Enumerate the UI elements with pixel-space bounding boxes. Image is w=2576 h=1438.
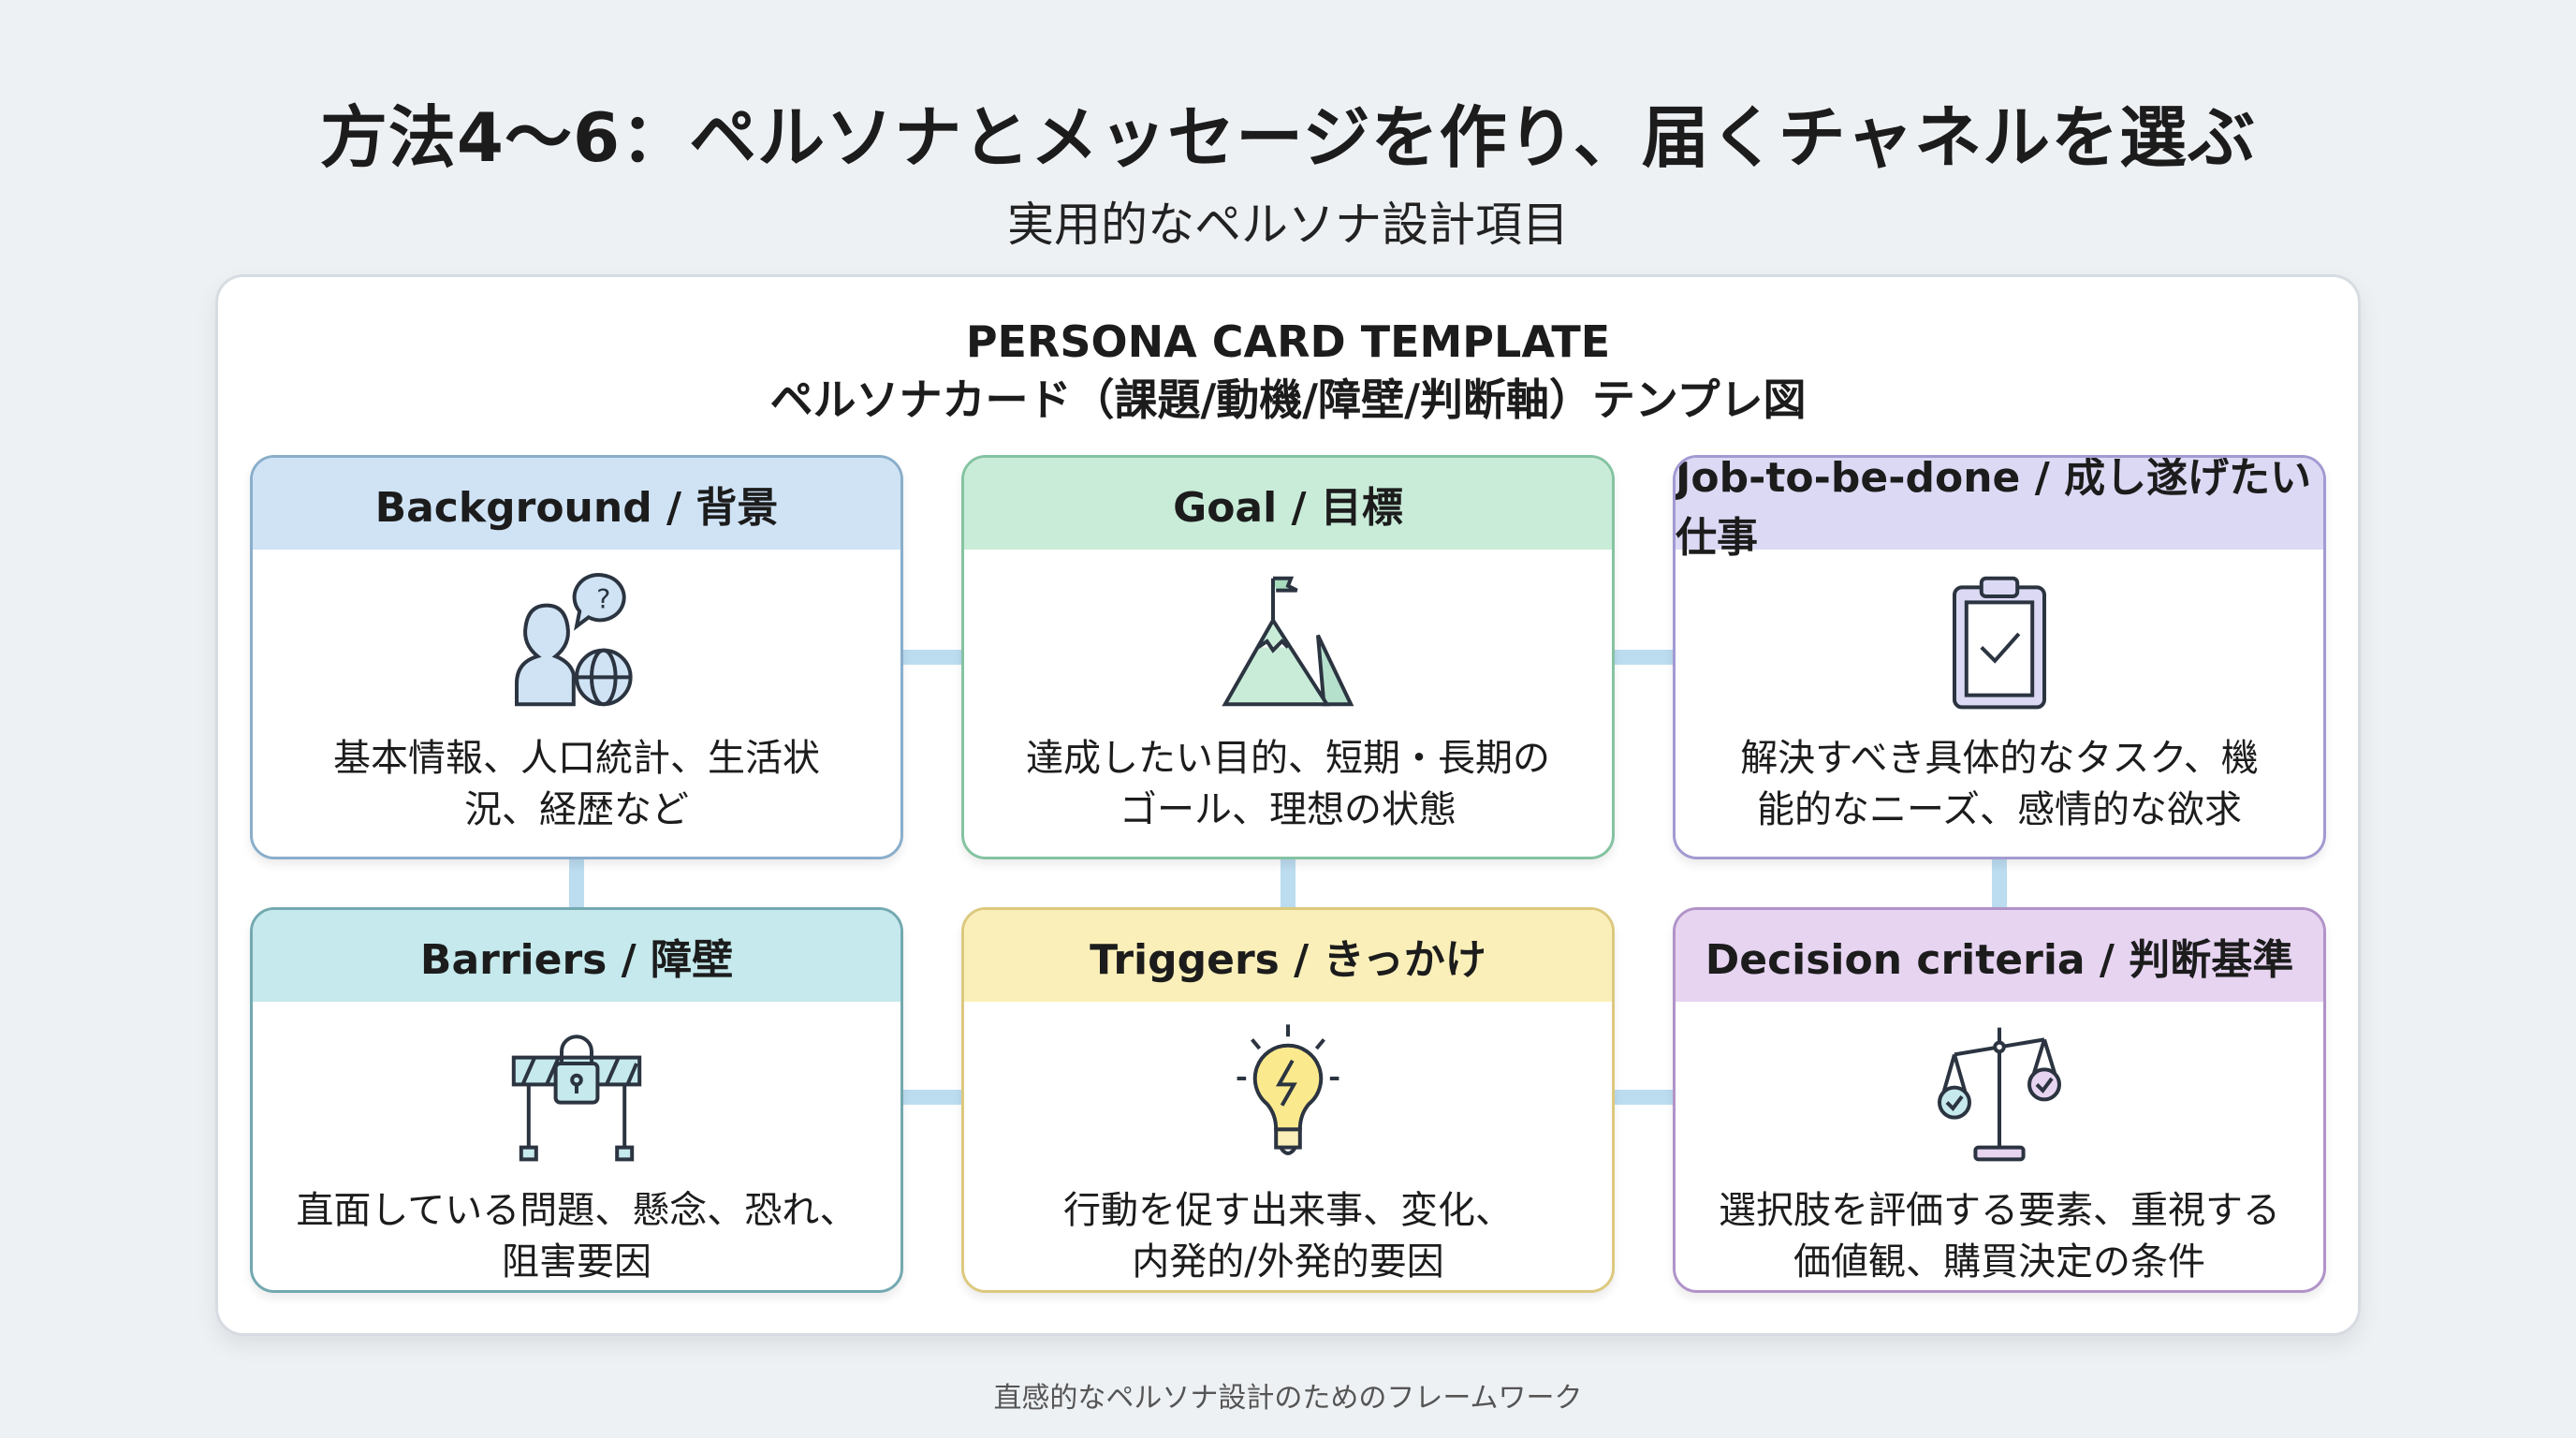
svg-text:?: ? bbox=[596, 583, 610, 615]
barrier-lock-icon bbox=[253, 1002, 900, 1185]
card-header: Background / 背景 bbox=[253, 458, 900, 550]
card-line: 解決すべき具体的なタスク、機 bbox=[1740, 737, 2259, 780]
balance-scale-icon bbox=[1676, 1002, 2323, 1185]
card-header: Decision criteria / 判断基準 bbox=[1676, 910, 2323, 1002]
card-line: 直面している問題、懸念、恐れ、 bbox=[296, 1189, 857, 1232]
footer-caption: 直感的なペルソナ設計のためのフレームワーク bbox=[993, 1382, 1583, 1415]
connector bbox=[1992, 857, 2007, 910]
card-description: 基本情報、人口統計、生活状況、経歴など bbox=[253, 733, 900, 836]
card-line: 況、経歴など bbox=[464, 788, 689, 831]
card-description: 選択肢を評価する要素、重視する価値観、購買決定の条件 bbox=[1676, 1185, 2323, 1288]
page-subtitle: 実用的なペルソナ設計項目 bbox=[1007, 198, 1569, 252]
clipboard-check-icon bbox=[1676, 550, 2323, 733]
connector bbox=[1612, 650, 1676, 665]
panel-title-ja: ペルソナカード（課題/動機/障壁/判断軸）テンプレ図 bbox=[769, 374, 1807, 425]
panel-title-en: PERSONA CARD TEMPLATE bbox=[965, 316, 1611, 367]
page-title: 方法4〜6：ペルソナとメッセージを作り、届くチャネルを選ぶ bbox=[319, 98, 2257, 177]
person-globe-question-icon: ? bbox=[253, 550, 900, 733]
card-header: Goal / 目標 bbox=[964, 458, 1612, 550]
card-description: 達成したい目的、短期・長期のゴール、理想の状態 bbox=[964, 733, 1612, 836]
card-line: 基本情報、人口統計、生活状 bbox=[333, 737, 820, 780]
card-decision-criteria: Decision criteria / 判断基準 選択肢を評価する要素、重視する… bbox=[1673, 907, 2326, 1293]
card-header: Job-to-be-done / 成し遂げたい仕事 bbox=[1676, 458, 2323, 562]
connector bbox=[900, 650, 964, 665]
card-line: 能的なニーズ、感情的な欲求 bbox=[1757, 788, 2242, 831]
card-line: 行動を促す出来事、変化、 bbox=[1063, 1189, 1513, 1232]
card-description: 解決すべき具体的なタスク、機能的なニーズ、感情的な欲求 bbox=[1676, 733, 2323, 836]
card-goal: Goal / 目標 達成したい目的、短期・長期のゴール、理想の状態 bbox=[961, 455, 1615, 859]
card-header: Barriers / 障壁 bbox=[253, 910, 900, 1002]
connector bbox=[1612, 1090, 1676, 1105]
card-line: 選択肢を評価する要素、重視する bbox=[1719, 1189, 2280, 1232]
card-line: 価値観、購買決定の条件 bbox=[1793, 1240, 2205, 1284]
card-header: Triggers / きっかけ bbox=[964, 910, 1612, 1002]
mountain-flag-icon bbox=[964, 550, 1612, 733]
card-triggers: Triggers / きっかけ 行動を促す出来事、変化、内発的/外発的要因 bbox=[961, 907, 1615, 1293]
card-background: Background / 背景 ? 基本情報、人口統計、生活状況、経歴など bbox=[250, 455, 903, 859]
connector bbox=[569, 857, 584, 910]
connector bbox=[900, 1090, 964, 1105]
card-description: 直面している問題、懸念、恐れ、阻害要因 bbox=[253, 1185, 900, 1288]
card-job-to-be-done: Job-to-be-done / 成し遂げたい仕事 解決すべき具体的なタスク、機… bbox=[1673, 455, 2326, 859]
panel-title: PERSONA CARD TEMPLATE ペルソナカード（課題/動機/障壁/判… bbox=[218, 313, 2358, 429]
card-line: ゴール、理想の状態 bbox=[1120, 788, 1456, 831]
card-barriers: Barriers / 障壁 直面している問題、懸念、恐れ、阻害要因 bbox=[250, 907, 903, 1293]
card-description: 行動を促す出来事、変化、内発的/外発的要因 bbox=[964, 1185, 1612, 1288]
card-line: 阻害要因 bbox=[502, 1240, 651, 1284]
card-line: 内発的/外発的要因 bbox=[1132, 1240, 1444, 1284]
card-line: 達成したい目的、短期・長期の bbox=[1026, 737, 1550, 780]
connector bbox=[1281, 857, 1295, 910]
lightbulb-bolt-icon bbox=[964, 1002, 1612, 1185]
